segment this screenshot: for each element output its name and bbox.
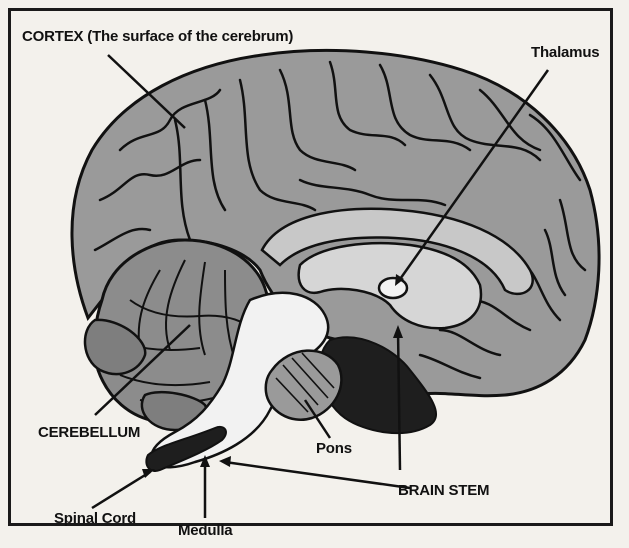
medulla-label: Medulla (178, 522, 232, 539)
brain-stem-leader-line-2 (225, 462, 410, 488)
cortex-label: CORTEX (The surface of the cerebrum) (22, 28, 293, 45)
thalamus-oval (379, 278, 407, 298)
brain-stem-arrowhead-2 (219, 456, 231, 467)
spinal-cord-label: Spinal Cord (54, 510, 136, 527)
spinal-cord-leader-line (92, 472, 150, 508)
pons-label: Pons (316, 440, 352, 457)
brain-stem-label: BRAIN STEM (398, 482, 489, 499)
thalamus-label: Thalamus (531, 44, 599, 61)
cerebellum-label: CEREBELLUM (38, 424, 140, 441)
